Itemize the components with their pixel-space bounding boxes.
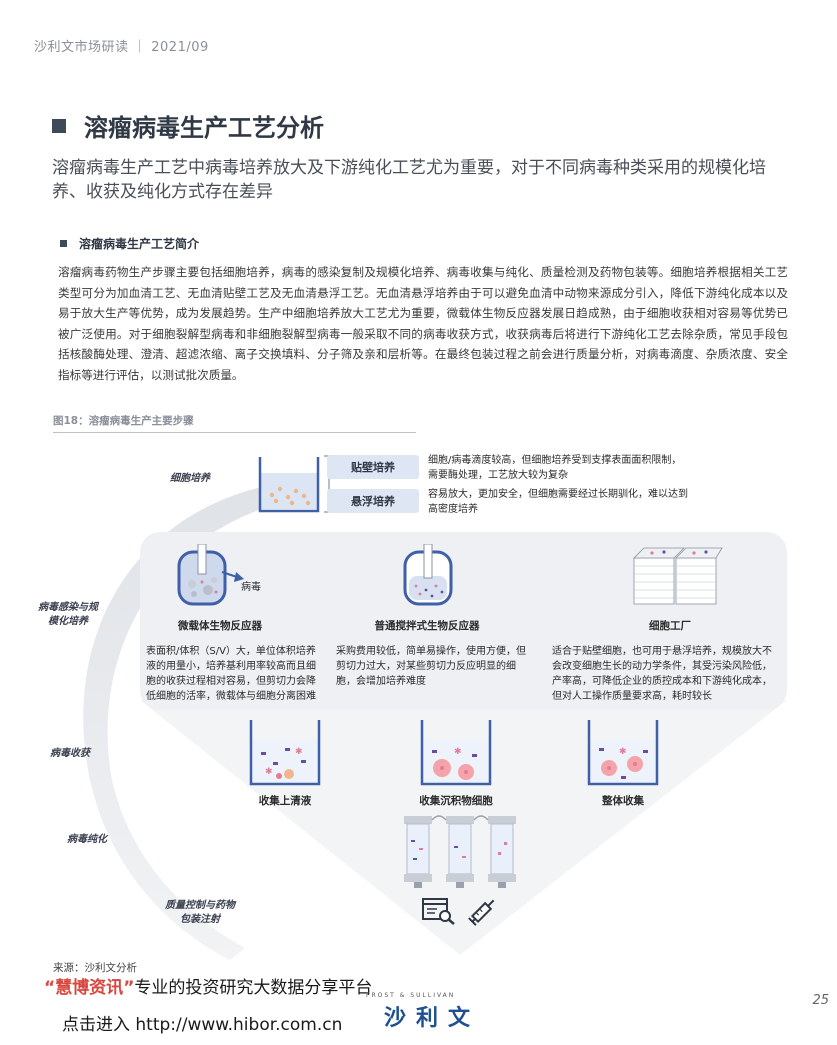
source-note: 来源：沙利文分析 [53, 962, 137, 974]
reactor-note-stirred: 采购费用较低，简单易操作，使用方便，但剪切力过大，对某些剪切力反应明显的细胞，会… [336, 646, 526, 687]
promo-link[interactable]: 点击进入 http://www.hibor.com.cn [62, 1015, 343, 1035]
svg-text:✱: ✱ [619, 747, 627, 757]
cell-factory-icon [633, 547, 723, 605]
adherent-culture-label: 贴壁培养 [327, 455, 419, 479]
body-paragraph: 溶瘤病毒药物生产步骤主要包括细胞培养，病毒的感染复制及规模化培养、病毒收集与纯化… [58, 265, 788, 382]
reactor-name-cell-factory: 细胞工厂 [649, 620, 691, 632]
harvest-label-whole: 整体收集 [602, 795, 644, 807]
promo-quote-open: “ [44, 978, 56, 998]
harvest-sediment-icon: ✱ [420, 720, 492, 786]
stage-infection-line1: 病毒感染与规 [38, 602, 98, 613]
section-title: 溶瘤病毒生产工艺简介 [79, 237, 200, 251]
stage-qc-line2: 包装注射 [180, 914, 220, 925]
page-subtitle: 溶瘤病毒生产工艺中病毒培养放大及下游纯化工艺尤为重要，对于不同病毒种类采用的规模… [52, 158, 766, 202]
virus-label: 病毒 [241, 582, 261, 593]
svg-text:✱: ✱ [295, 747, 303, 757]
stage-qc: 质量控制与药物 包装注射 [165, 899, 235, 927]
stage-infection-line2: 模化培养 [48, 616, 88, 627]
culture-container-icon [258, 457, 320, 513]
promo-quote-close: ” [123, 978, 135, 998]
page-title: 溶瘤病毒生产工艺分析 [84, 114, 324, 142]
microcarrier-bioreactor-icon [177, 544, 244, 606]
stage-purification: 病毒纯化 [67, 834, 107, 845]
harvest-supernatant-icon: ✱ ✱ [249, 720, 321, 786]
promo-brand: 慧博资讯 [55, 978, 124, 998]
quality-check-icon [422, 898, 455, 925]
culture-bracket-icon [324, 455, 330, 513]
logo-subtext: FROST & SULLIVAN [366, 992, 456, 999]
section-bullet [60, 240, 67, 247]
section-heading: 溶瘤病毒生产工艺简介 [60, 235, 199, 252]
stirred-bioreactor-icon [403, 544, 453, 606]
page-header: 沙利文市场研读 ｜ 2021/09 [34, 40, 209, 55]
title-row: 溶瘤病毒生产工艺分析 [52, 108, 324, 143]
reactor-note-cell-factory: 适合于贴壁细胞，也可用于悬浮培养，规模放大不会改变细胞生长的动力学条件，其受污染… [552, 646, 772, 702]
harvest-label-supernatant: 收集上清液 [258, 795, 312, 807]
harvest-label-sediment: 收集沉积物细胞 [419, 795, 493, 807]
stage-qc-line1: 质量控制与药物 [165, 900, 235, 911]
figure-caption-rule [53, 432, 416, 433]
stage-infection: 病毒感染与规 模化培养 [38, 601, 98, 629]
syringe-icon [468, 899, 495, 926]
stage-cell-culture: 细胞培养 [170, 473, 210, 484]
reactor-name-stirred: 普通搅拌式生物反应器 [374, 620, 480, 632]
stage-harvest: 病毒收获 [50, 748, 90, 759]
harvest-whole-icon: ✱ [587, 720, 659, 786]
reactor-name-microcarrier: 微载体生物反应器 [178, 620, 262, 632]
title-bullet [52, 118, 66, 133]
purification-columns-icon [404, 815, 516, 888]
svg-text:✱: ✱ [454, 747, 462, 757]
promo-tagline: 专业的投资研究大数据分享平台 [134, 978, 373, 998]
page-number: 25 [812, 993, 829, 1008]
reactor-note-microcarrier: 表面积/体积（S/V）大，单位体积培养液的用量小，培养基利用率较高而且细胞的收获… [146, 646, 316, 702]
suspension-culture-label: 悬浮培养 [327, 489, 419, 513]
svg-text:✱: ✱ [265, 767, 273, 777]
frost-sullivan-logo: 沙利文 [384, 1006, 481, 1031]
promo-line-1: “慧博资讯”专业的投资研究大数据分享平台 [44, 973, 372, 998]
suspension-culture-note: 容易放大，更加安全，但细胞需要经过长期驯化，难以达到高密度培养 [428, 489, 688, 515]
figure-caption: 图18：溶瘤病毒生产主要步骤 [53, 415, 194, 427]
adherent-culture-note: 细胞/病毒滴度较高，但细胞培养受到支撑表面面积限制，需要酶处理，工艺放大较为复杂 [428, 455, 682, 481]
